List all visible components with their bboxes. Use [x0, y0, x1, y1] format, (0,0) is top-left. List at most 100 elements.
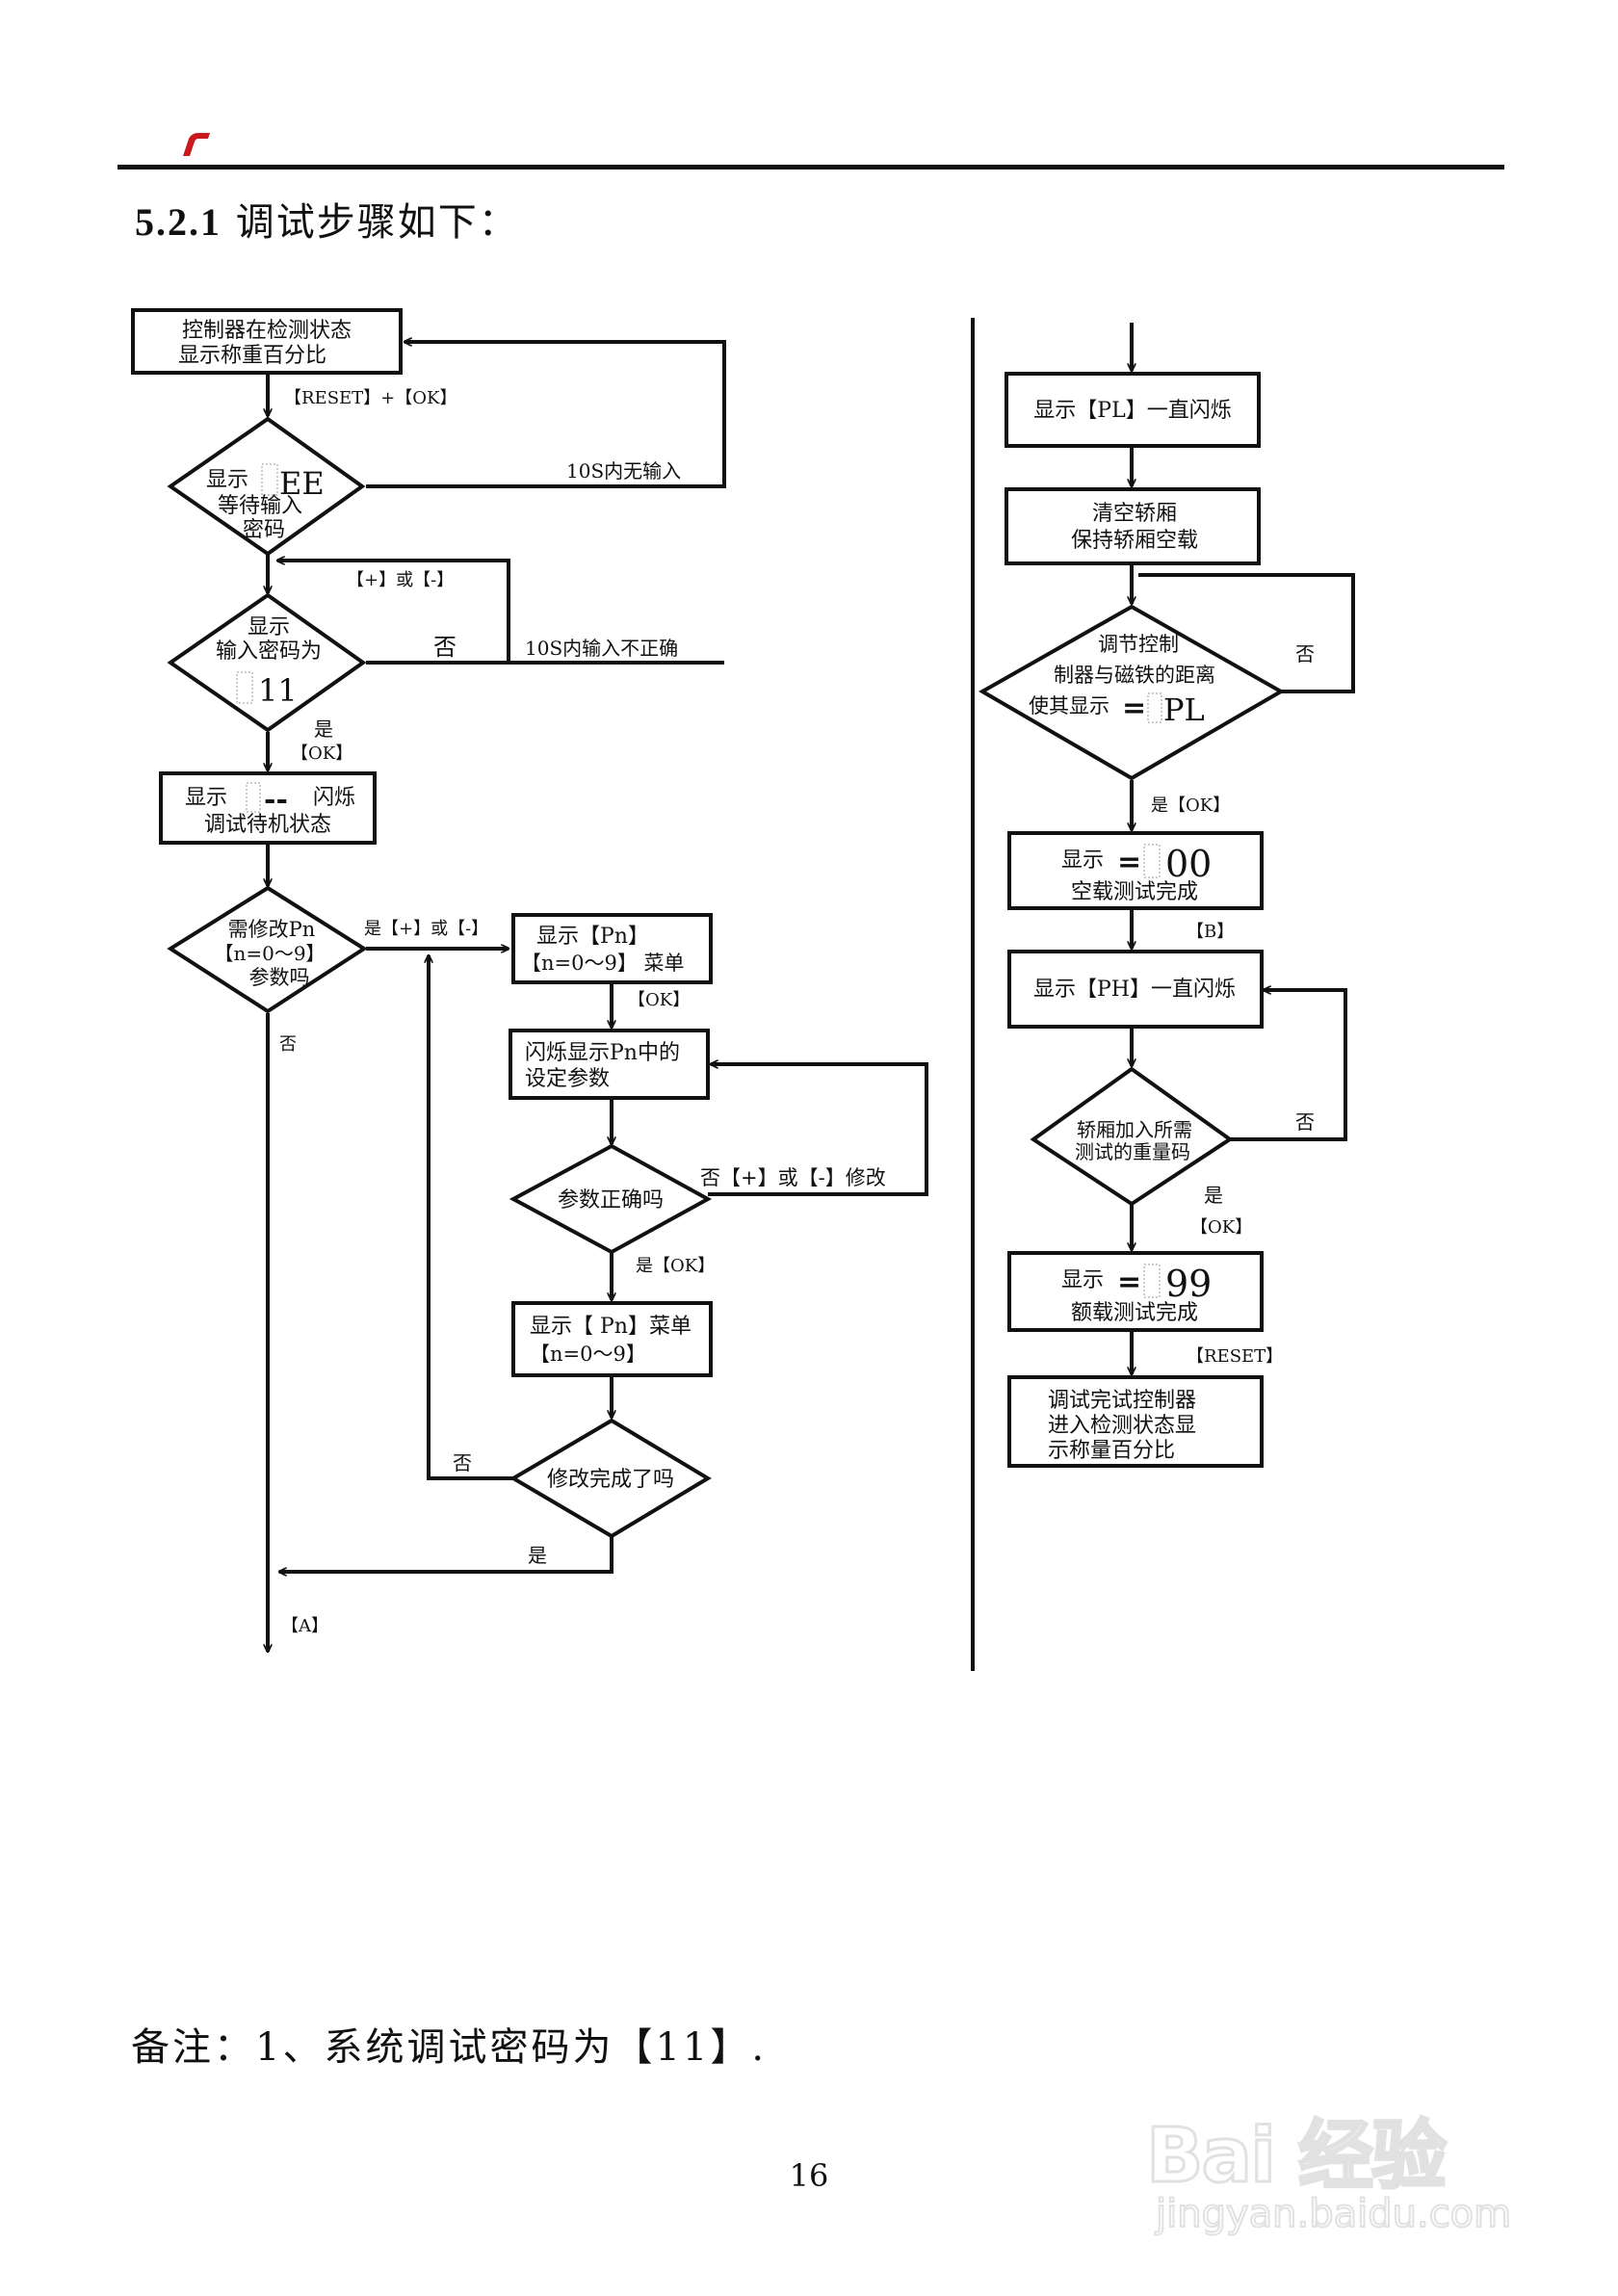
svg-text:参数正确吗: 参数正确吗 [558, 1188, 664, 1213]
node-empty-test-done: 显示 = 00 空载测试完成 [1007, 831, 1264, 910]
edge-no-loop: 否 [453, 1451, 472, 1474]
edge-yes-plus-minus: 是【+】或【-】 [364, 919, 488, 939]
node-show-pn-menu: 显示【Pn】 【n=0～9】 菜单 [511, 913, 713, 984]
seg-dash-icon: = [1122, 691, 1146, 725]
segment-display-99: 99 [1165, 1263, 1212, 1305]
svg-text:闪烁: 闪烁 [313, 786, 355, 810]
seg-blank-digit-icon [1143, 844, 1161, 878]
seg-blank-digit-icon [246, 782, 261, 813]
svg-text:示称量百分比: 示称量百分比 [1048, 1439, 1175, 1463]
svg-text:输入密码为: 输入密码为 [216, 639, 322, 664]
node-detect-state: 控制器在检测状态 显示称重百分比 [131, 308, 403, 375]
segment-display-11: 11 [258, 672, 298, 709]
edge-reset-ok: 【RESET】+【OK】 [284, 388, 457, 408]
svg-text:【n=0～9】: 【n=0～9】 [214, 942, 325, 965]
svg-text:需修改Pn: 需修改Pn [228, 918, 316, 941]
segment-display-dashes: -- [264, 783, 288, 817]
edge-no-bottom: 否 [279, 1034, 297, 1055]
segment-display-ee: EE [279, 465, 325, 502]
svg-text:显示【PL】一直闪烁: 显示【PL】一直闪烁 [1033, 399, 1231, 423]
left-connectors [268, 318, 975, 1671]
decision-parameter-correct: 参数正确吗 [509, 1143, 713, 1255]
svg-text:显示: 显示 [248, 615, 290, 639]
svg-text:测试的重量码: 测试的重量码 [1075, 1140, 1190, 1163]
edge-timeout: 10S内无输入 [566, 459, 681, 483]
node-show-pn-menu-2: 显示【 Pn】菜单 【n=0～9】 [511, 1301, 713, 1377]
header-rule [117, 165, 1504, 170]
svg-text:显示: 显示 [206, 468, 248, 492]
svg-text:显示【Pn】: 显示【Pn】 [536, 925, 649, 949]
decision-add-weight: 轿厢加入所需 测试的重量码 [1030, 1066, 1234, 1207]
edge-ok-weight: 【OK】 [1190, 1217, 1252, 1238]
svg-text:显示称重百分比: 显示称重百分比 [178, 344, 326, 368]
right-connectors [1132, 323, 1355, 1374]
decision-modify-pn: 需修改Pn 【n=0～9】 参数吗 [167, 885, 368, 1014]
page-number: 16 [789, 2157, 829, 2194]
svg-text:调节控制: 调节控制 [1098, 633, 1179, 656]
svg-text:修改完成了吗: 修改完成了吗 [547, 1468, 674, 1492]
edge-reset: 【RESET】 [1187, 1346, 1283, 1367]
decision-modify-done: 修改完成了吗 [509, 1418, 712, 1539]
svg-text:显示: 显示 [1061, 848, 1104, 873]
decision-adjust-distance: 调节控制 制器与磁铁的距离 使其显示 = PL [978, 604, 1286, 781]
node-empty-car: 清空轿厢 保持轿厢空载 [1005, 487, 1261, 565]
svg-text:设定参数: 设定参数 [525, 1067, 610, 1091]
decision-wait-password: 显示 EE 等待输入 密码 [167, 416, 366, 557]
svg-text:显示【PH】一直闪烁: 显示【PH】一直闪烁 [1033, 978, 1236, 1002]
edge-yes-weight: 是 [1204, 1184, 1223, 1207]
seg-blank-digit-icon [261, 463, 278, 496]
svg-text:进入检测状态显: 进入检测状态显 [1048, 1414, 1196, 1438]
seg-dash-icon: = [1117, 1265, 1141, 1299]
seg-blank-digit-icon [1143, 1264, 1161, 1298]
segment-display-pl: PL [1163, 691, 1205, 728]
svg-text:显示: 显示 [185, 786, 227, 810]
svg-text:显示: 显示 [1061, 1268, 1104, 1292]
edge-wrong-input: 10S内输入不正确 [525, 637, 678, 660]
node-flash-parameter: 闪烁显示Pn中的 设定参数 [509, 1029, 710, 1100]
baidu-watermark: Bai 经验 jingyan.baidu.com [1145, 2069, 1551, 2252]
section-title: 5.2.1 调试步骤如下： [135, 191, 519, 247]
watermark-url: jingyan.baidu.com [1155, 2191, 1512, 2237]
connector-a: 【A】 [281, 1616, 328, 1636]
node-pl-flash: 显示【PL】一直闪烁 [1005, 372, 1261, 448]
node-debug-finished: 调试完试控制器 进入检测状态显 示称量百分比 [1007, 1375, 1264, 1468]
svg-text:密码: 密码 [243, 518, 285, 542]
seg-blank-digit-icon [1147, 692, 1162, 723]
edge-ok-2: 【OK】 [628, 990, 690, 1010]
svg-text:空载测试完成: 空载测试完成 [1071, 880, 1198, 904]
svg-text:清空轿厢: 清空轿厢 [1092, 502, 1177, 526]
edge-no-adjust: 否 [1295, 642, 1315, 665]
footnote: 备注：1、系统调试密码为【11】. [131, 2025, 768, 2070]
edge-ok: 【OK】 [291, 744, 352, 764]
svg-text:显示【 Pn】菜单: 显示【 Pn】菜单 [530, 1315, 692, 1339]
segment-display-00: 00 [1165, 843, 1212, 885]
svg-text:使其显示: 使其显示 [1029, 694, 1109, 718]
svg-text:【n=0～9】: 【n=0～9】 [530, 1343, 646, 1366]
svg-text:调试待机状态: 调试待机状态 [204, 813, 331, 837]
decision-enter-password: 显示 输入密码为 11 [167, 592, 367, 733]
edge-yes-ok-right: 是【OK】 [1151, 796, 1230, 816]
edge-yes-exit: 是 [528, 1544, 547, 1567]
edge-plus-minus: 【+】或【-】 [347, 570, 454, 590]
svg-text:控制器在检测状态: 控制器在检测状态 [182, 319, 352, 343]
edge-no: 否 [433, 634, 457, 661]
brand-logo-icon [183, 133, 210, 156]
node-debug-standby: 显示 -- 闪烁 调试待机状态 [159, 771, 377, 845]
svg-text:制器与磁铁的距离: 制器与磁铁的距离 [1054, 664, 1215, 687]
edge-no-modify: 否【+】或【-】修改 [700, 1166, 886, 1189]
svg-text:轿厢加入所需: 轿厢加入所需 [1077, 1118, 1192, 1141]
svg-text:保持轿厢空载: 保持轿厢空载 [1071, 529, 1198, 553]
watermark-brand: Bai 经验 [1145, 2112, 1448, 2202]
edge-yes: 是 [314, 718, 333, 741]
seg-blank-digit-icon [236, 671, 253, 704]
node-ph-flash: 显示【PH】一直闪烁 [1007, 950, 1264, 1029]
svg-text:调试完试控制器: 调试完试控制器 [1048, 1389, 1196, 1413]
edge-no-weight: 否 [1295, 1110, 1315, 1134]
edge-yes-ok: 是【OK】 [636, 1256, 715, 1276]
section-number: 5.2.1 [135, 200, 222, 244]
edge-b: 【B】 [1187, 922, 1234, 942]
seg-dash-icon: = [1117, 846, 1141, 879]
svg-text:参数吗: 参数吗 [249, 966, 310, 989]
